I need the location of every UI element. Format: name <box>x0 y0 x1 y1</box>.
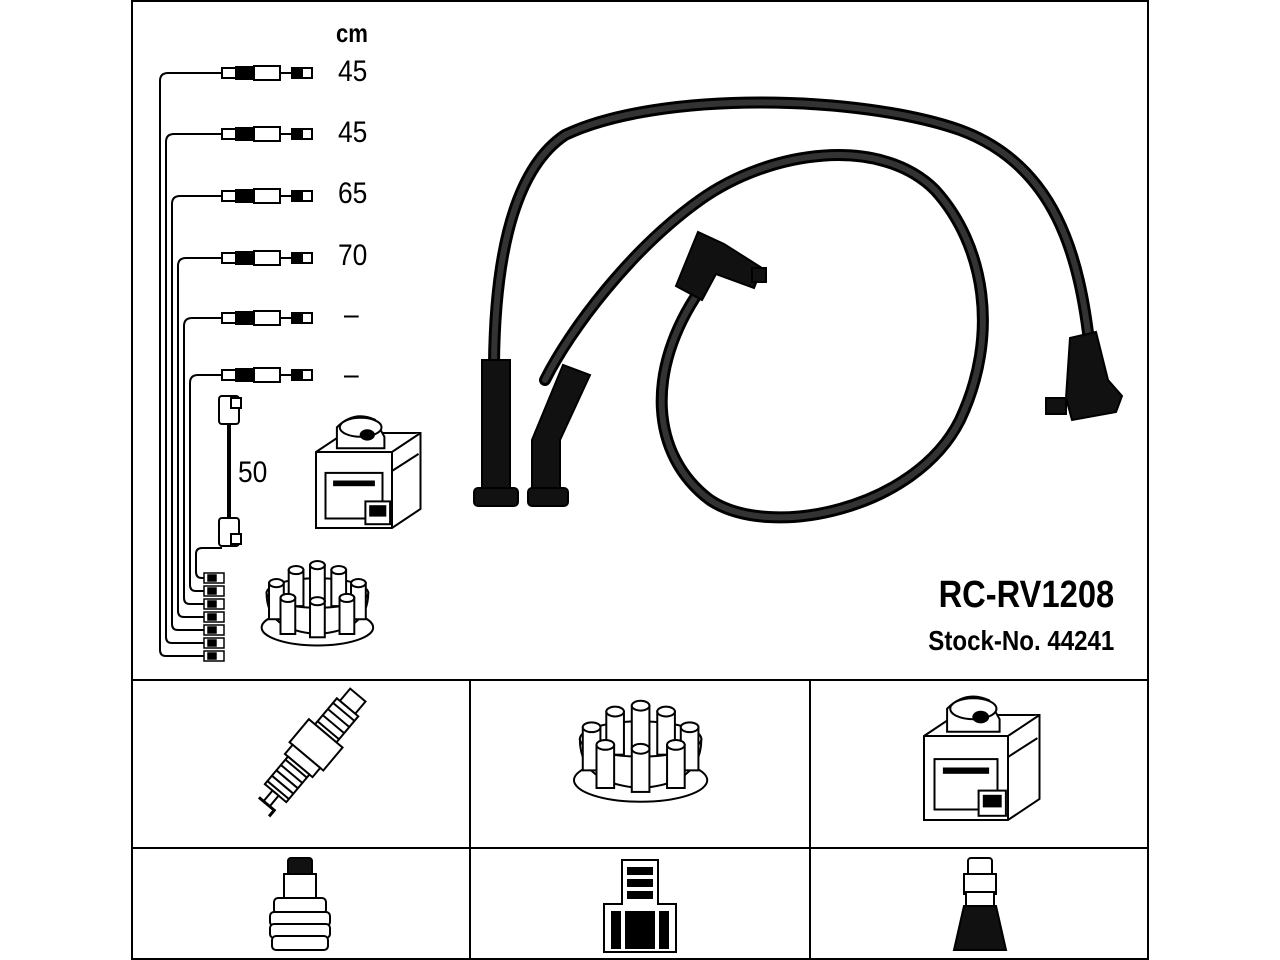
lead-terminal-icon <box>221 310 313 326</box>
ignition-coil-icon <box>923 695 1041 821</box>
distributor-terminal-icon <box>603 859 677 953</box>
distributor-cap-icon <box>572 699 709 803</box>
plug-boot-icon <box>269 857 331 951</box>
lead-terminal-icon <box>221 250 313 266</box>
spark-plug-icon <box>257 687 367 818</box>
plug-boot-angled-icon <box>527 363 592 507</box>
distributor-boot-angled-icon <box>1045 330 1124 422</box>
ignition-coil-icon <box>315 415 422 530</box>
lead-routing <box>159 72 222 657</box>
cap-terminal-icon <box>203 624 225 636</box>
coil-boot-angled-icon <box>674 230 767 302</box>
stock-number: Stock-No. 44241 <box>927 625 1114 656</box>
lead-length-4: 70 <box>338 239 368 272</box>
lead-length-2: 45 <box>338 116 368 149</box>
coil-lead-icon <box>218 395 242 547</box>
lead-length-6: – <box>344 358 359 391</box>
cap-terminal-icon <box>203 572 225 584</box>
lead-length-3: 65 <box>338 177 368 210</box>
ignition-lead-pair <box>488 96 1096 524</box>
lead-length-5: – <box>344 298 359 331</box>
plug-boot-straight-icon <box>473 359 519 507</box>
product-code: RC-RV1208 <box>938 574 1114 616</box>
lead-terminal-icon <box>221 367 313 383</box>
cap-terminal-icon <box>203 650 225 662</box>
cap-terminal-icon <box>203 637 225 649</box>
length-unit: cm <box>336 18 368 48</box>
lead-terminal-icon <box>221 126 313 142</box>
distributor-cap-icon <box>260 560 375 647</box>
lead-terminal-icon <box>221 188 313 204</box>
cap-terminal-icon <box>203 611 225 623</box>
coil-boot-icon <box>952 857 1008 951</box>
lead-length-1: 45 <box>338 55 368 88</box>
cap-terminal-icon <box>203 598 225 610</box>
lead-terminals <box>203 65 313 662</box>
lead-terminal-icon <box>221 65 313 81</box>
coil-lead-length: 50 <box>238 456 268 489</box>
frame <box>131 0 1149 960</box>
cap-terminal-icon <box>203 585 225 597</box>
